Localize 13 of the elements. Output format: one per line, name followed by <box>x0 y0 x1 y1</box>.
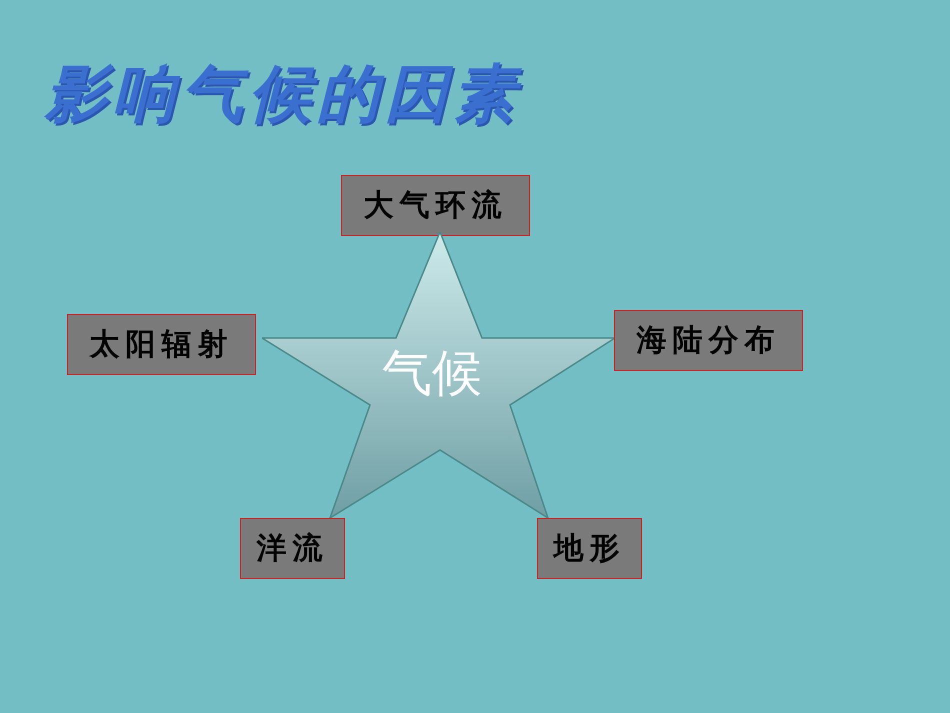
center-label: 气候 <box>382 343 482 404</box>
factor-box <box>67 314 256 375</box>
star-shape <box>262 232 615 518</box>
factor-label: 洋流 <box>256 530 328 568</box>
factor-box <box>614 310 803 371</box>
factor-box <box>240 518 345 579</box>
factor-label: 大气环流 <box>364 187 508 225</box>
title: 影响气候的因素 <box>45 56 521 132</box>
factor-label: 海陆分布 <box>636 322 780 360</box>
factor-label: 太阳辐射 <box>90 326 234 364</box>
factor-box <box>537 518 642 579</box>
factor-label: 地形 <box>554 530 626 568</box>
factor-box <box>341 175 530 236</box>
